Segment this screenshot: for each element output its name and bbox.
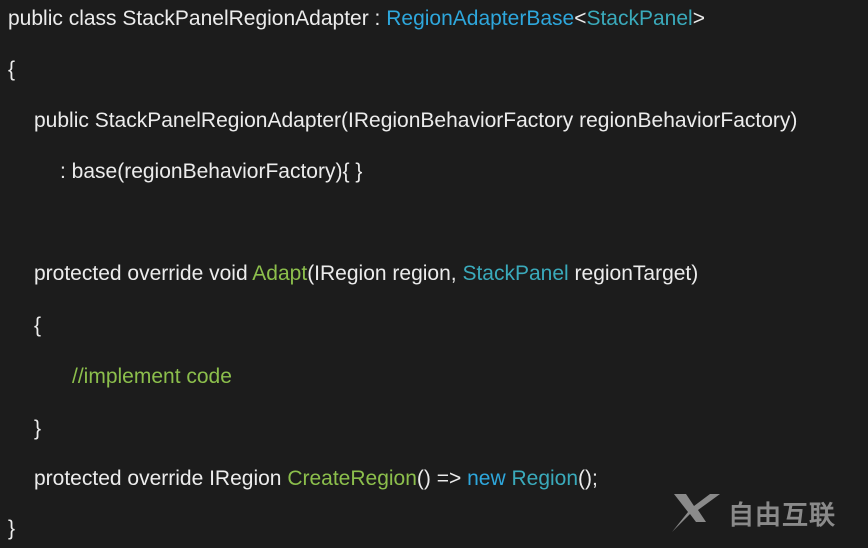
code-line-adapt: protected override void Adapt(IRegion re… bbox=[34, 261, 698, 287]
code-line-class-declaration: public class StackPanelRegionAdapter : R… bbox=[8, 6, 705, 32]
code-line-close-brace: } bbox=[8, 517, 16, 540]
code-text: (IRegion region, bbox=[307, 262, 463, 285]
method-name: CreateRegion bbox=[287, 467, 417, 490]
code-line-constructor: public StackPanelRegionAdapter(IRegionBe… bbox=[34, 109, 798, 132]
x-logo-icon bbox=[672, 494, 720, 532]
code-line-open-brace: { bbox=[34, 314, 42, 337]
code-text: < bbox=[574, 7, 587, 30]
type-name: StackPanel bbox=[586, 7, 693, 30]
type-name: RegionAdapterBase bbox=[386, 7, 575, 30]
code-line-close-brace: } bbox=[34, 417, 42, 440]
code-text: regionTarget) bbox=[568, 262, 699, 285]
watermark-text: 自由互联 bbox=[728, 499, 837, 530]
watermark-logo: 自由互联 bbox=[670, 492, 836, 534]
code-text: (); bbox=[578, 467, 598, 490]
code-text: () => bbox=[416, 467, 468, 490]
code-line-comment: //implement code bbox=[72, 365, 232, 388]
code-line-open-brace: { bbox=[8, 58, 16, 81]
type-name: StackPanel bbox=[462, 262, 569, 285]
keyword: new bbox=[467, 467, 506, 490]
code-line-base-call: : base(regionBehaviorFactory){ } bbox=[60, 160, 363, 183]
code-line-create-region: protected override IRegion CreateRegion(… bbox=[34, 466, 598, 492]
code-text: protected override void bbox=[34, 262, 253, 285]
code-text: public class StackPanelRegionAdapter : bbox=[8, 7, 387, 30]
method-name: Adapt bbox=[252, 262, 308, 285]
type-name: Region bbox=[511, 467, 579, 490]
code-text: protected override IRegion bbox=[34, 467, 288, 490]
code-text: > bbox=[692, 7, 705, 30]
